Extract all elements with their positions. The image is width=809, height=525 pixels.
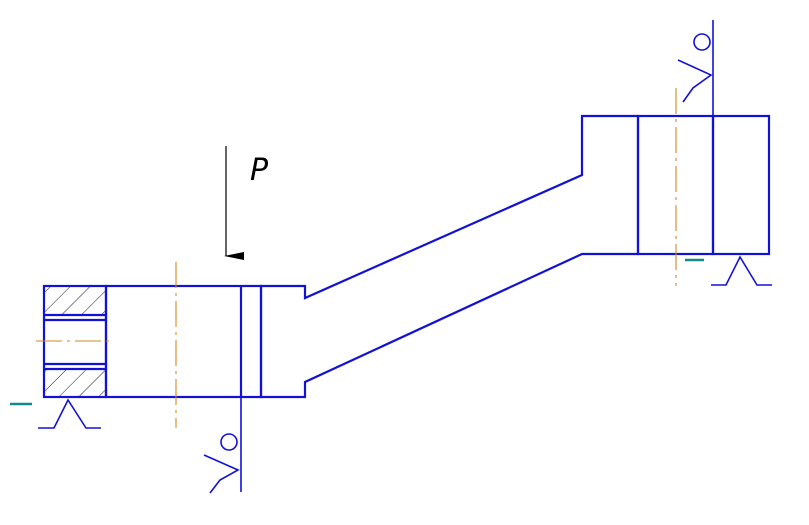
left-bore (104, 284, 263, 399)
left-boss (42, 284, 263, 399)
right-support (685, 255, 772, 286)
right-support-symbol (711, 255, 772, 286)
left-circle-mark (220, 433, 238, 451)
right-surface-symbol (677, 20, 714, 116)
load-label: P (250, 153, 269, 188)
right-circle-mark (693, 33, 711, 51)
right-check-mark (677, 59, 713, 103)
load-arrow: P (224, 146, 269, 260)
left-check-mark (203, 454, 240, 494)
left-boss-hatch-bottom (44, 368, 106, 397)
left-support (10, 398, 101, 429)
connecting-arm (259, 114, 640, 399)
left-support-symbol (38, 398, 101, 429)
arm-section (259, 114, 640, 399)
right-boss (636, 114, 771, 256)
axis-lines (36, 88, 677, 428)
left-surface-symbol (203, 397, 242, 494)
left-boss-hatch-top (44, 286, 106, 315)
right-boss-hatch (711, 114, 771, 256)
